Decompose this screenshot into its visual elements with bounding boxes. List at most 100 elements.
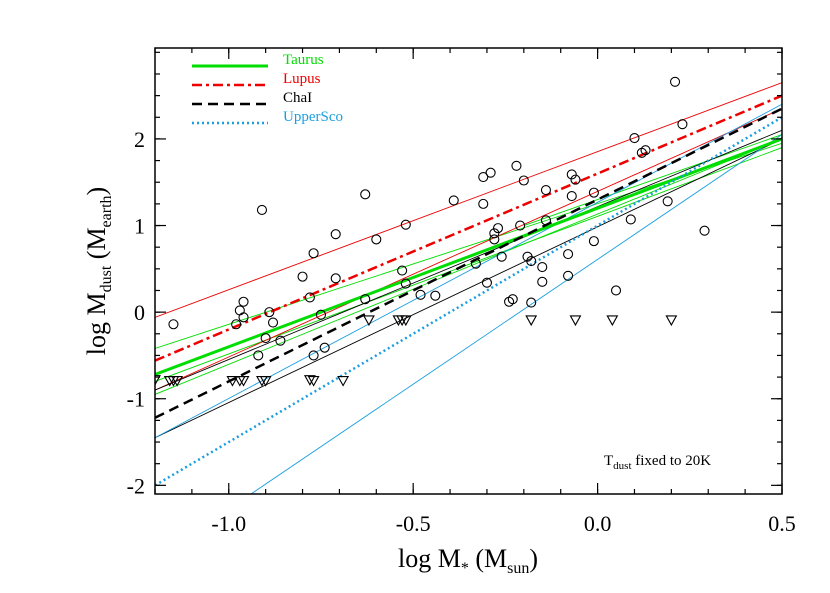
upper-limit-point	[237, 376, 250, 387]
detection-point	[526, 297, 537, 308]
detection-point	[588, 236, 599, 247]
y-tick-label: -1	[127, 387, 145, 412]
detection-point	[588, 187, 599, 198]
legend-label-lupus: Lupus	[283, 71, 321, 87]
upper-limit-point	[307, 376, 320, 387]
detection-point	[304, 292, 315, 303]
axis-ticks	[154, 48, 783, 494]
y-axis-title-end: )	[82, 187, 111, 196]
fit-line-lupus	[155, 94, 782, 362]
annotation: Tdust fixed to 20K	[604, 453, 711, 472]
legend-label-chai: ChaI	[283, 90, 312, 106]
bound-line-lupus-1	[155, 108, 782, 391]
bound-line-chai-1	[155, 138, 782, 439]
detection-point	[415, 289, 426, 300]
upper-limit-point	[362, 315, 375, 327]
y-tick-label: 0	[134, 300, 145, 325]
detection-point	[566, 169, 577, 180]
y-axis-title-sub1: dust	[98, 265, 115, 292]
detection-point	[478, 171, 489, 183]
detection-point	[485, 167, 496, 178]
detection-point	[537, 262, 548, 273]
x-tick-label: 0.0	[584, 511, 612, 536]
y-axis-title-sub2: earth	[98, 195, 115, 227]
detection-point	[234, 305, 245, 316]
x-tick-label: -1.0	[211, 511, 246, 536]
detection-point	[371, 234, 382, 245]
detection-point	[515, 220, 526, 231]
detection-point	[297, 271, 308, 282]
detection-point	[481, 277, 492, 288]
fit-line-uppersco	[155, 116, 782, 487]
detection-point	[315, 309, 327, 320]
y-tick-label: 1	[134, 214, 145, 239]
detection-point	[518, 175, 529, 186]
detection-point	[563, 270, 574, 281]
x-axis-title-sub2: sun	[507, 560, 529, 577]
detection-point	[275, 335, 286, 346]
bound-line-lupus-0	[155, 82, 782, 318]
upper-limit-point	[569, 315, 582, 327]
detection-point	[400, 278, 411, 289]
legend-label-taurus: Taurus	[283, 52, 324, 68]
bound-line-taurus-3	[155, 147, 782, 382]
detection-point	[563, 249, 574, 260]
detection-point	[253, 350, 264, 361]
plot-frame	[154, 47, 783, 495]
detection-point	[308, 350, 319, 361]
detection-point	[677, 119, 688, 130]
legend-label-uppersco: UpperSco	[283, 109, 343, 125]
detection-point	[448, 195, 459, 206]
detection-point	[507, 294, 518, 305]
annotation-rest: fixed to 20K	[632, 453, 712, 469]
detection-point	[489, 234, 500, 245]
detection-point	[610, 285, 622, 296]
data-markers	[155, 76, 710, 387]
fit-line-chai	[155, 107, 782, 419]
detection-point	[496, 251, 507, 262]
detection-point	[267, 317, 279, 328]
annotation-main: T	[604, 453, 613, 469]
detection-point	[566, 191, 577, 202]
x-axis-title-end: )	[529, 544, 538, 573]
upper-limit-point	[399, 315, 412, 327]
x-tick-label: 0.5	[768, 511, 796, 536]
upper-limit-point	[259, 376, 272, 387]
detection-point	[330, 273, 341, 284]
bound-line-taurus-1	[155, 138, 782, 395]
upper-limit-point	[303, 375, 316, 386]
y-axis-title-mid: (M	[82, 227, 111, 265]
detection-point	[470, 258, 481, 269]
detection-point	[260, 333, 271, 344]
x-axis-title-mid: (M	[469, 544, 507, 573]
detection-point	[168, 319, 179, 330]
y-axis-title-main: log M	[82, 292, 111, 355]
annotation-sub: dust	[613, 460, 631, 472]
detection-point	[400, 219, 411, 230]
detection-point	[537, 276, 548, 287]
detection-point	[489, 228, 500, 239]
detection-point	[308, 248, 319, 259]
detection-point	[264, 307, 275, 318]
y-tick-label: 2	[134, 127, 145, 152]
detection-point	[360, 294, 371, 305]
detection-point	[397, 265, 408, 276]
detection-point	[629, 133, 640, 144]
detection-point	[540, 184, 552, 196]
detection-point	[526, 255, 537, 267]
detection-point	[625, 214, 636, 225]
detection-point	[492, 223, 504, 234]
x-tick-label: -0.5	[396, 511, 431, 536]
upper-limit-point	[337, 376, 350, 387]
x-axis-title: log M* (Msun)	[398, 544, 538, 577]
detection-point	[319, 342, 330, 353]
detection-point	[511, 160, 522, 171]
upper-limit-point	[155, 375, 161, 386]
detection-point	[330, 229, 341, 240]
bound-line-taurus-2	[523, 134, 782, 226]
detection-point	[570, 174, 581, 185]
detection-point	[669, 76, 681, 87]
detection-point	[478, 198, 489, 209]
